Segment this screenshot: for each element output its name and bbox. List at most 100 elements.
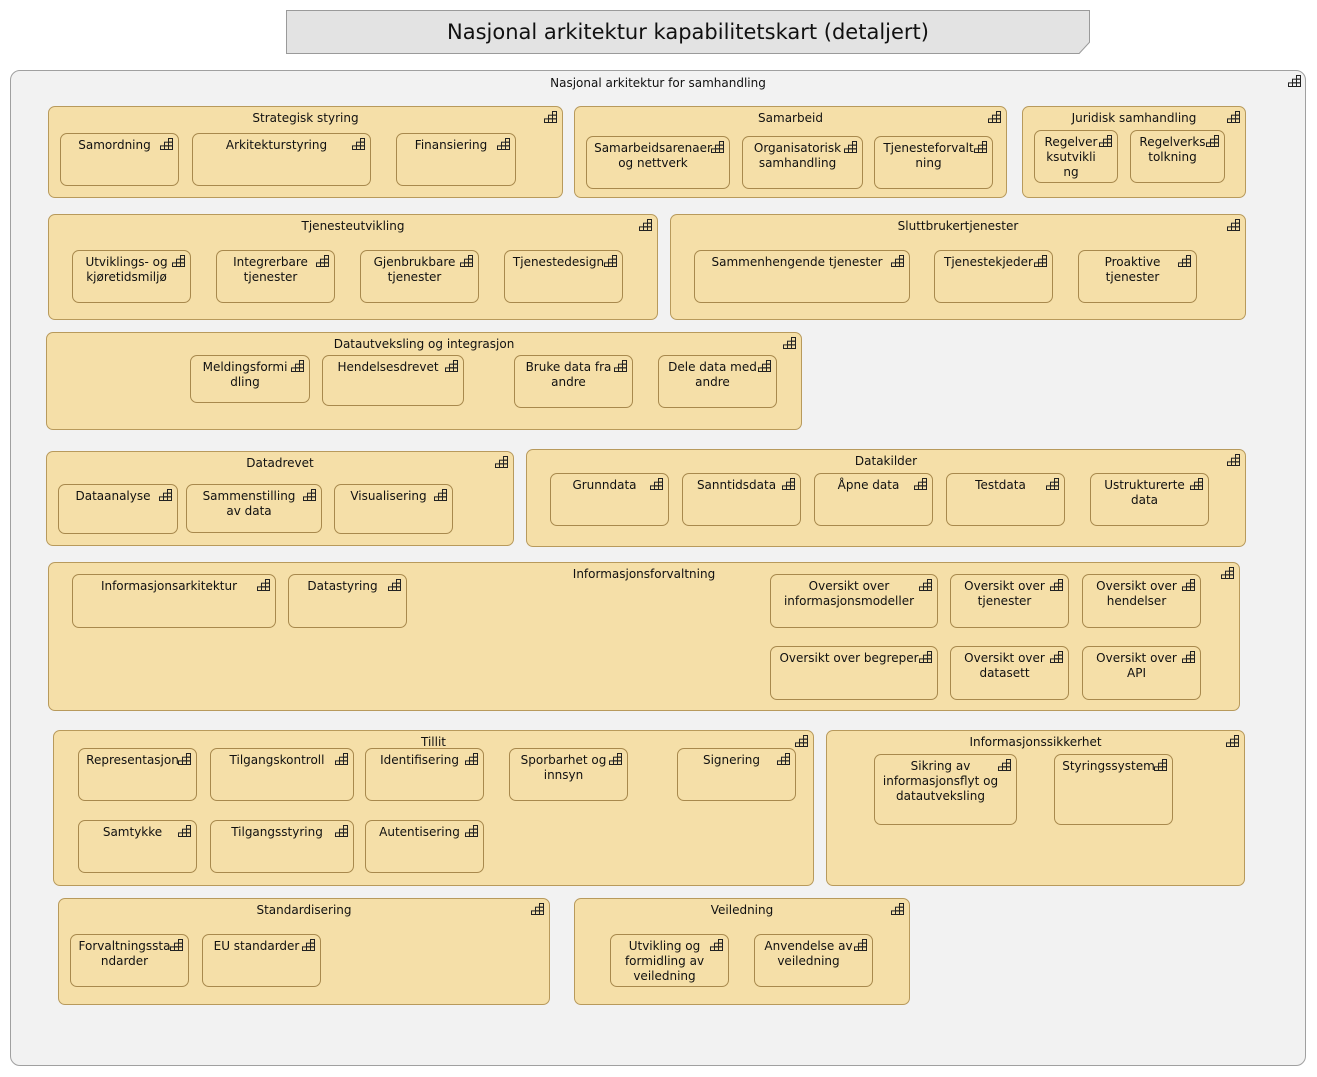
- capability-samarbeidsarenaerog-nettverk[interactable]: Samarbeidsarenaer og nettverk: [586, 136, 730, 189]
- capability-label: Meldingsformi dling: [202, 360, 288, 389]
- capability-icon: [352, 138, 365, 150]
- capability-label: Informasjonsarkitektur: [100, 579, 238, 593]
- capability-sanntidsdata[interactable]: Sanntidsdata: [682, 473, 801, 526]
- capability-testdata[interactable]: Testdata: [946, 473, 1065, 526]
- capability-label: Anvendelse av veiledning: [764, 939, 853, 968]
- capability-label: Finansiering: [414, 138, 488, 152]
- capability-label: Bruke data fra andre: [525, 360, 612, 389]
- capability-styringssystem[interactable]: Styringssystem: [1054, 754, 1173, 825]
- capability-label: Tilgangsstyring: [231, 825, 323, 839]
- capability-oversikt-overapi[interactable]: Oversikt over API: [1082, 646, 1201, 700]
- capability-tjenesteforvaltning[interactable]: Tjenesteforvalt ning: [874, 136, 993, 189]
- capability-icon: [1050, 579, 1063, 591]
- capability-oversikt-overtjenester[interactable]: Oversikt over tjenester: [950, 574, 1069, 628]
- capability-arkitekturstyring[interactable]: Arkitekturstyring: [192, 133, 371, 186]
- capability-utviklings-ogkjoretidsmiljo[interactable]: Utviklings- og kjøretidsmiljø: [72, 250, 191, 303]
- capability-icon: [604, 255, 617, 267]
- capability-label: Grunndata: [572, 478, 637, 492]
- capability-forvaltningsstandarder[interactable]: Forvaltningssta ndarder: [70, 934, 189, 987]
- capability-hendelsesdrevet[interactable]: Hendelsesdrevet: [322, 355, 464, 406]
- capability-autentisering[interactable]: Autentisering: [365, 820, 484, 873]
- capability-tilgangskontroll[interactable]: Tilgangskontroll: [210, 748, 354, 801]
- capability-sammenstillingav-data[interactable]: Sammenstilling av data: [186, 484, 322, 533]
- capability-oversikt-overinformasjonsmodeller[interactable]: Oversikt over informasjonsmodeller: [770, 574, 938, 628]
- capability-icon: [614, 360, 627, 372]
- capability-grunndata[interactable]: Grunndata: [550, 473, 669, 526]
- capability-label: Arkitekturstyring: [225, 138, 328, 152]
- diagram-title-text: Nasjonal arkitektur kapabilitetskart (de…: [447, 20, 929, 44]
- capability-label: Regelverks tolkning: [1139, 135, 1206, 164]
- capability-representasjon[interactable]: Representasjon: [78, 748, 197, 801]
- capability-meldingsformidling[interactable]: Meldingsformi dling: [190, 355, 310, 403]
- capability-dele-data-medandre[interactable]: Dele data med andre: [658, 355, 777, 408]
- capability-label: Ustrukturerte data: [1104, 478, 1185, 507]
- capability-icon: [1227, 219, 1240, 231]
- capability-label: Proaktive tjenester: [1104, 255, 1161, 284]
- capability-label: Oversikt over datasett: [964, 651, 1045, 680]
- group-label: Juridisk samhandling: [1071, 111, 1197, 125]
- capability-proaktivetjenester[interactable]: Proaktive tjenester: [1078, 250, 1197, 303]
- capability-icon: [795, 735, 808, 747]
- capability-dataanalyse[interactable]: Dataanalyse: [58, 484, 178, 534]
- capability-icon: [1221, 567, 1234, 579]
- capability-label: Samordning: [78, 138, 151, 152]
- capability-label: Oversikt over hendelser: [1096, 579, 1177, 608]
- capability-samtykke[interactable]: Samtykke: [78, 820, 197, 873]
- capability-icon: [257, 579, 270, 591]
- capability-tjenestekjeder[interactable]: Tjenestekjeder: [934, 250, 1053, 303]
- capability-label: Oversikt over API: [1096, 651, 1177, 680]
- capability-label: Sporbarhet og innsyn: [520, 753, 607, 782]
- capability-icon: [178, 753, 191, 765]
- group-label: Veiledning: [710, 903, 774, 917]
- capability-icon: [1178, 255, 1191, 267]
- capability-regelverkstolkning[interactable]: Regelverks tolkning: [1130, 130, 1225, 183]
- capability-informasjonsarkitektur[interactable]: Informasjonsarkitektur: [72, 574, 276, 628]
- group-label: Datakilder: [854, 454, 918, 468]
- capability-sporbarhet-oginnsyn[interactable]: Sporbarhet og innsyn: [509, 748, 628, 801]
- capability-tilgangsstyring[interactable]: Tilgangsstyring: [210, 820, 354, 873]
- capability-organisatorisksamhandling[interactable]: Organisatorisk samhandling: [742, 136, 863, 189]
- capability-oversikt-overdatasett[interactable]: Oversikt over datasett: [950, 646, 1069, 700]
- capability-samordning[interactable]: Samordning: [60, 133, 179, 186]
- capability-label: Sammenstilling av data: [202, 489, 296, 518]
- capability-sammenhengende-tjenester[interactable]: Sammenhengende tjenester: [694, 250, 910, 303]
- capability-icon: [1154, 759, 1167, 771]
- group-label: Informasjonssikkerhet: [969, 735, 1102, 749]
- capability-anvendelse-avveiledning[interactable]: Anvendelse av veiledning: [754, 934, 873, 987]
- capability-sikring-avinformasjonsflyt-ogdatautveksling[interactable]: Sikring av informasjonsflyt og datautvek…: [874, 754, 1017, 825]
- capability-visualisering[interactable]: Visualisering: [334, 484, 453, 534]
- group-label: Datautveksling og integrasjon: [333, 337, 515, 351]
- capability-bruke-data-fraandre[interactable]: Bruke data fra andre: [514, 355, 633, 408]
- capability-oversikt-overhendelser[interactable]: Oversikt over hendelser: [1082, 574, 1201, 628]
- capability-signering[interactable]: Signering: [677, 748, 796, 801]
- capability-utvikling-ogformidling-avveiledning[interactable]: Utvikling og formidling av veiledning: [610, 934, 729, 987]
- capability-tjenestedesign[interactable]: Tjenestedesign: [504, 250, 623, 303]
- group-label: Sluttbrukertjenester: [897, 219, 1019, 233]
- capability-regelverksutvikling[interactable]: Regelver ksutvikli ng: [1034, 130, 1118, 183]
- capability-label: Representasjon: [86, 753, 179, 767]
- capability-icon: [639, 219, 652, 231]
- capability-icon: [497, 138, 510, 150]
- capability-apne-data[interactable]: Åpne data: [814, 473, 933, 526]
- capability-oversikt-over-begreper[interactable]: Oversikt over begreper: [770, 646, 938, 700]
- capability-icon: [919, 651, 932, 663]
- capability-icon: [495, 456, 508, 468]
- capability-icon: [1046, 478, 1059, 490]
- capability-label: Integrerbare tjenester: [233, 255, 308, 284]
- capability-icon: [303, 489, 316, 501]
- capability-label: Hendelsesdrevet: [337, 360, 439, 374]
- capability-datastyring[interactable]: Datastyring: [288, 574, 407, 628]
- capability-gjenbrukbaretjenester[interactable]: Gjenbrukbare tjenester: [360, 250, 479, 303]
- capability-identifisering[interactable]: Identifisering: [365, 748, 484, 801]
- capability-icon: [783, 337, 796, 349]
- capability-ustrukturertedata[interactable]: Ustrukturerte data: [1090, 473, 1209, 526]
- capability-label: Oversikt over informasjonsmodeller: [783, 579, 915, 608]
- capability-icon: [914, 478, 927, 490]
- capability-icon: [434, 489, 447, 501]
- capability-finansiering[interactable]: Finansiering: [396, 133, 516, 186]
- capability-icon: [1227, 111, 1240, 123]
- capability-icon: [891, 255, 904, 267]
- capability-label: Styringssystem: [1062, 759, 1155, 773]
- capability-eu-standarder[interactable]: EU standarder: [202, 934, 321, 987]
- capability-integrerbaretjenester[interactable]: Integrerbare tjenester: [216, 250, 335, 303]
